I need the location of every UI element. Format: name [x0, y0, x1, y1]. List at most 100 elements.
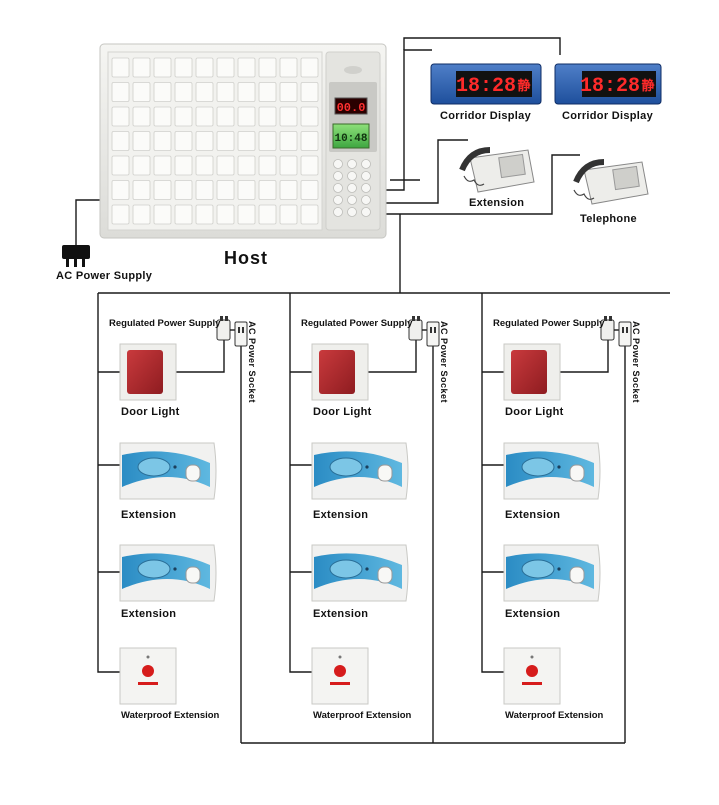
host-key — [237, 106, 256, 127]
host-key — [153, 204, 172, 225]
host-key — [300, 204, 319, 225]
ward-group-3 — [481, 293, 632, 743]
host-key — [195, 204, 214, 225]
host-key — [132, 131, 151, 151]
waterproof-extension-label: Waterproof Extension — [313, 710, 412, 721]
extension-2-label: Extension — [121, 608, 177, 620]
extension-phone-label: Extension — [469, 197, 525, 209]
host-key — [216, 106, 235, 127]
host-key — [279, 82, 298, 102]
ac-plug-icon — [62, 245, 90, 267]
host-key — [153, 82, 172, 102]
host-key — [132, 57, 151, 78]
host-key — [153, 57, 172, 78]
ac-power-socket-label: AC Power Socket — [631, 321, 641, 404]
host-keypad — [333, 159, 371, 217]
host-key — [174, 82, 193, 102]
host-key — [132, 82, 151, 102]
host-key — [195, 57, 214, 78]
host-key — [132, 106, 151, 127]
waterproof-extension-label: Waterproof Extension — [505, 710, 604, 721]
door-light-label: Door Light — [505, 406, 564, 418]
host-key — [279, 180, 298, 200]
host-key-grid — [111, 57, 319, 225]
corridor-display-1-glyph: 静 — [517, 78, 530, 94]
host-key — [258, 155, 277, 176]
keypad-button — [361, 171, 371, 181]
host-key — [300, 57, 319, 78]
ac-socket-icon — [234, 321, 248, 347]
keypad-button — [333, 195, 343, 205]
speaker-grill-icon — [521, 559, 555, 579]
host-key — [279, 204, 298, 225]
host-key — [300, 155, 319, 176]
telephone-icon — [573, 159, 649, 205]
host-key — [111, 131, 130, 151]
host-counter: 00.0 — [337, 101, 366, 115]
host-key — [258, 82, 277, 102]
call-button-icon — [569, 464, 585, 482]
corridor-display-2-time: 18:28 — [580, 75, 640, 98]
host-key — [195, 131, 214, 151]
host-key — [153, 106, 172, 127]
keypad-button — [333, 171, 343, 181]
corridor-display-2-glyph: 静 — [641, 78, 654, 94]
host-key — [111, 57, 130, 78]
host-key — [258, 180, 277, 200]
host-key — [132, 180, 151, 200]
host-key — [111, 180, 130, 200]
host-key — [111, 155, 130, 176]
call-button-icon — [185, 464, 201, 482]
extension-1-label: Extension — [121, 509, 177, 521]
host-key — [153, 155, 172, 176]
host-key — [111, 204, 130, 225]
host-key — [279, 155, 298, 176]
keypad-button — [361, 195, 371, 205]
extension-1-label: Extension — [313, 509, 369, 521]
ward-groups — [97, 293, 632, 744]
host-key — [132, 155, 151, 176]
host-key — [237, 180, 256, 200]
extension-phone-icon — [459, 147, 535, 193]
host-key — [174, 57, 193, 78]
host-key — [279, 57, 298, 78]
keypad-button — [333, 207, 343, 217]
host-key — [195, 82, 214, 102]
host-key — [300, 82, 319, 102]
corridor-display-2: 18:28 静 — [554, 63, 662, 105]
host-key — [153, 131, 172, 151]
keypad-button — [347, 195, 357, 205]
speaker-grill-icon — [137, 457, 171, 477]
call-button-icon — [185, 566, 201, 584]
keypad-button — [347, 207, 357, 217]
host-key — [237, 82, 256, 102]
host-key — [258, 204, 277, 225]
host-key — [237, 57, 256, 78]
keypad-button — [347, 183, 357, 193]
call-button-icon — [377, 464, 393, 482]
host-key — [300, 106, 319, 127]
keypad-button — [347, 171, 357, 181]
corridor-display-2-label: Corridor Display — [562, 110, 653, 122]
host-key — [195, 155, 214, 176]
host-key — [132, 204, 151, 225]
host-key — [300, 180, 319, 200]
host-key — [237, 155, 256, 176]
keypad-button — [347, 159, 357, 169]
call-button-icon — [569, 566, 585, 584]
host-key — [279, 106, 298, 127]
host-key — [174, 106, 193, 127]
host-key — [216, 180, 235, 200]
ac-socket-icon — [426, 321, 440, 347]
extension-2-label: Extension — [313, 608, 369, 620]
extension-1-label: Extension — [505, 509, 561, 521]
host-key — [153, 180, 172, 200]
host-unit: 00.0 10:48 — [99, 43, 387, 239]
host-key — [216, 57, 235, 78]
host-key — [174, 131, 193, 151]
host-key — [258, 131, 277, 151]
speaker-grill-icon — [329, 457, 363, 477]
door-light-label: Door Light — [121, 406, 180, 418]
corridor-display-1-label: Corridor Display — [440, 110, 531, 122]
